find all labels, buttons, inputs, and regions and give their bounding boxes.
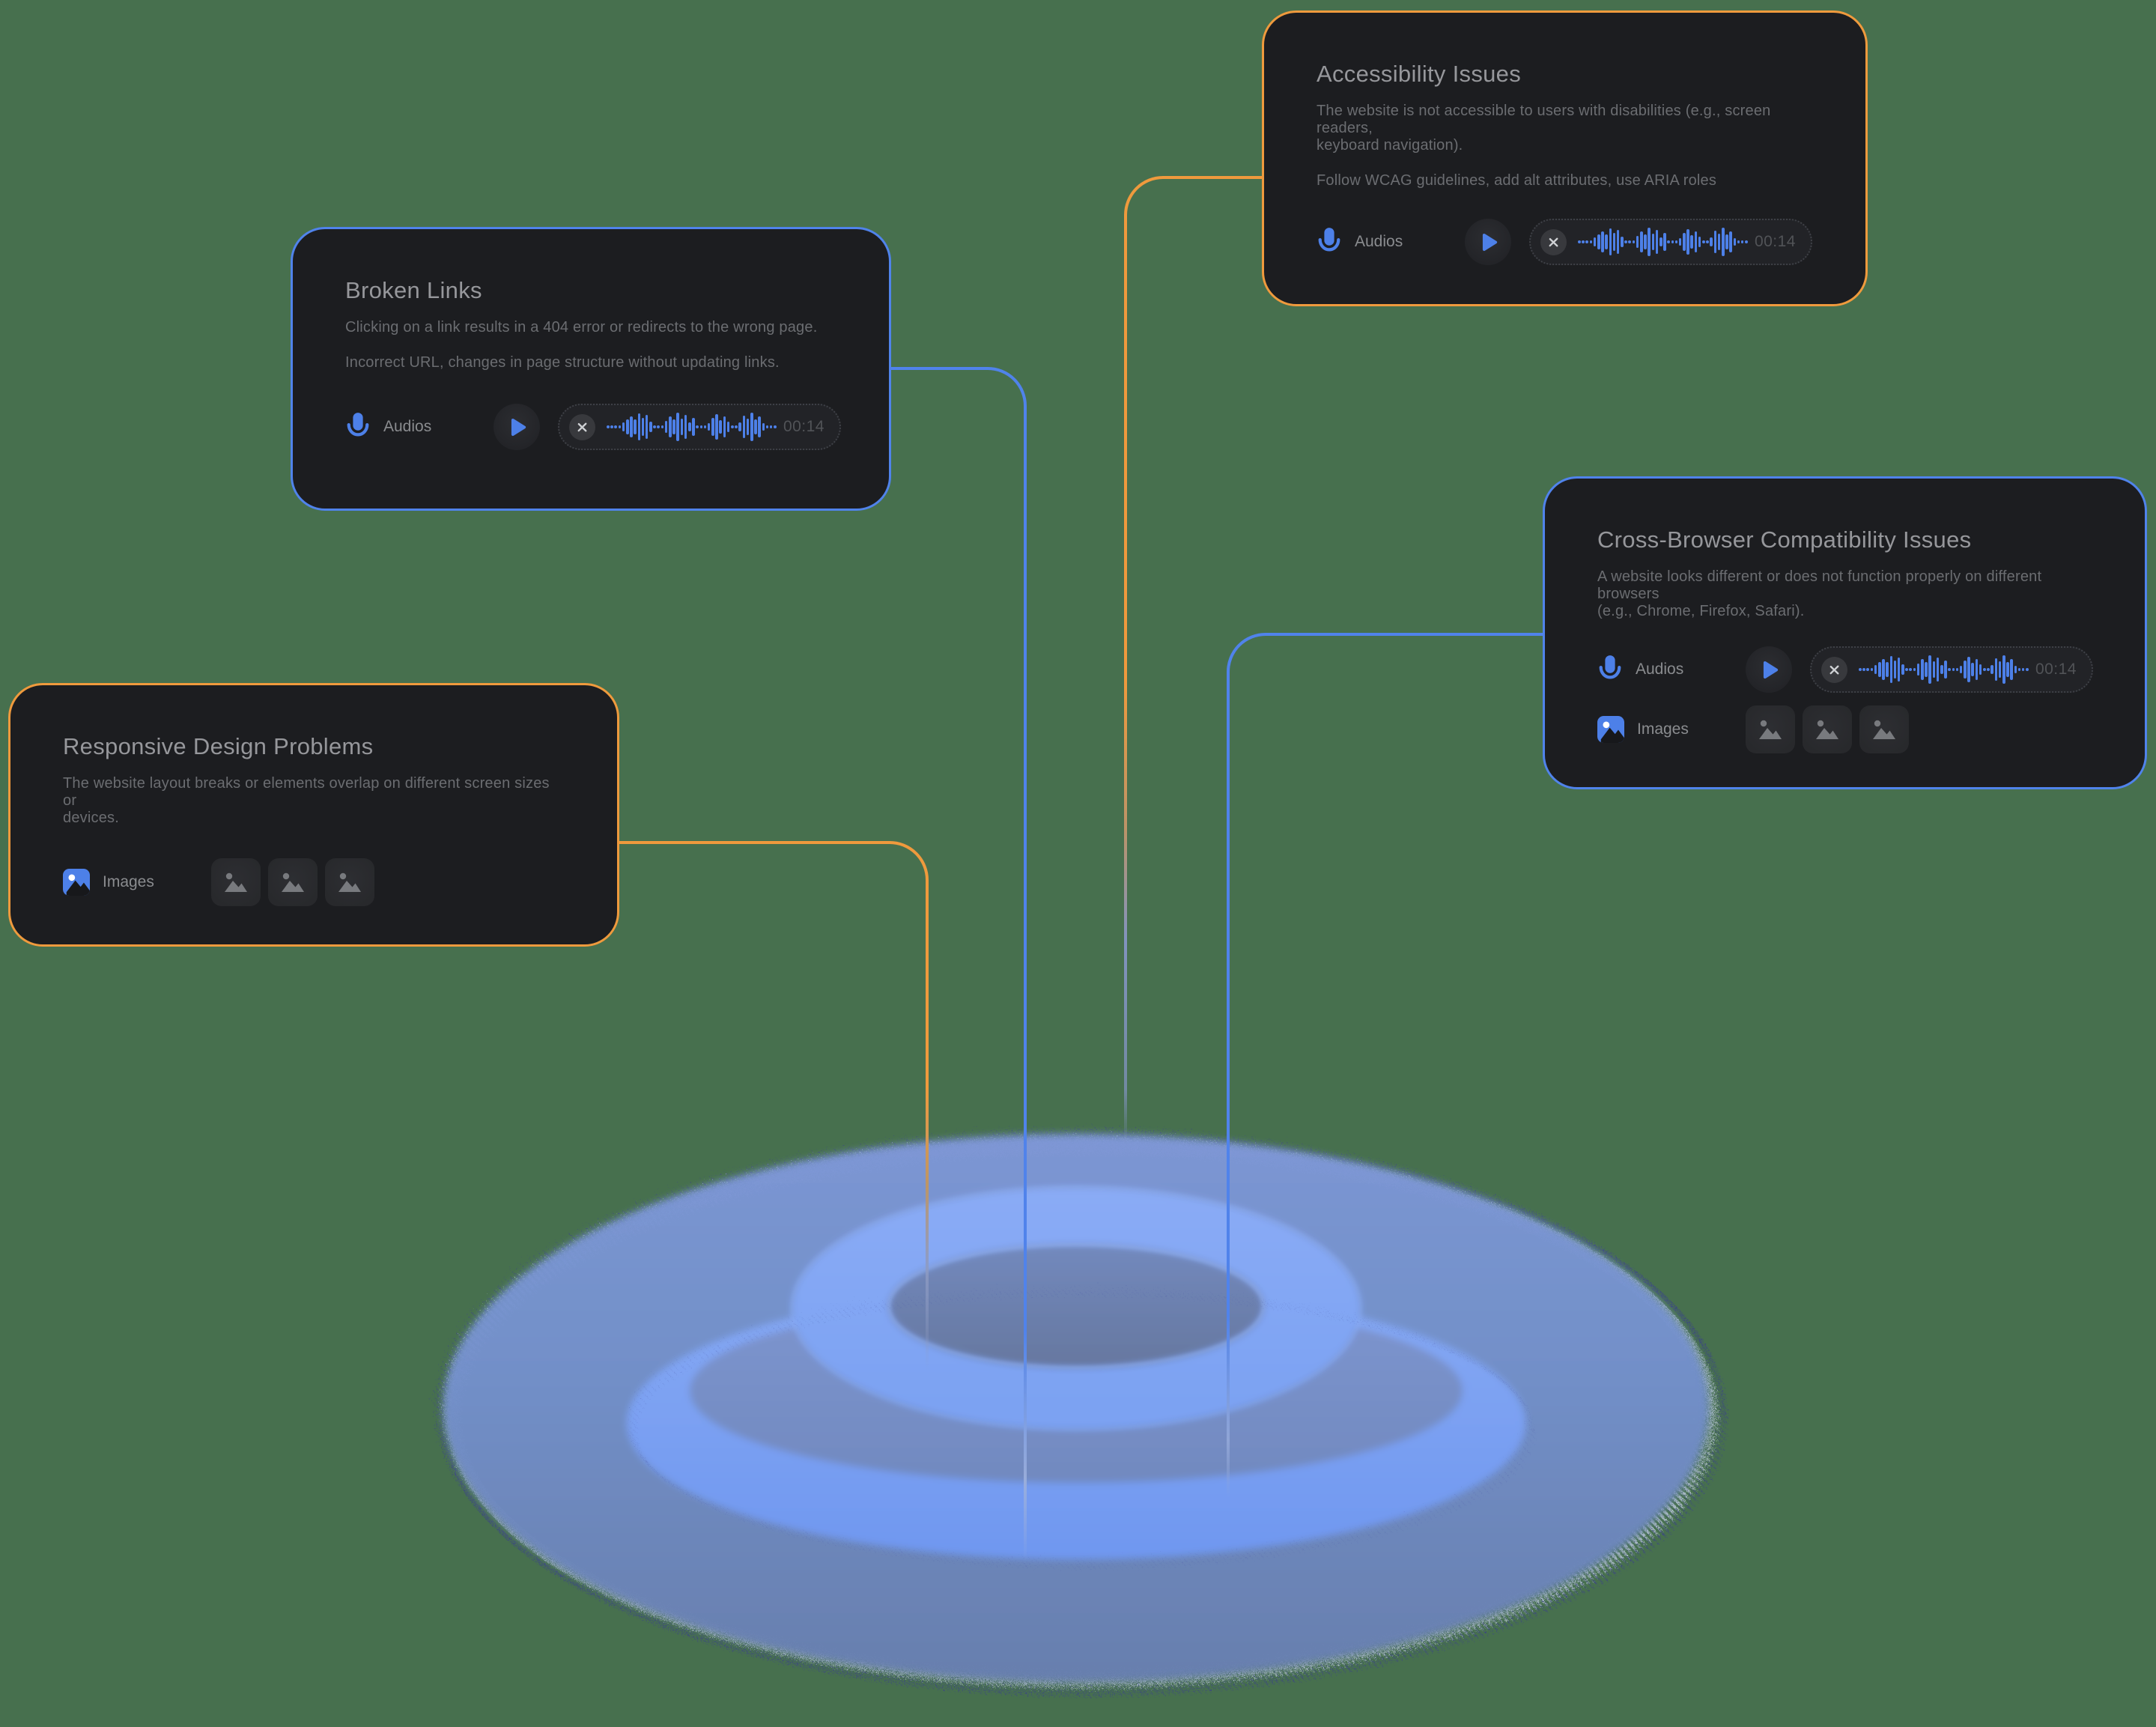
connector-responsive (619, 841, 929, 881)
card-description: The website layout breaks or elements ov… (63, 775, 550, 826)
microphone-icon (1317, 227, 1342, 257)
card-broken-links: Broken Links Clicking on a link results … (291, 227, 891, 511)
image-placeholder[interactable] (211, 858, 261, 906)
audio-duration: 00:14 (1754, 233, 1796, 250)
card-title: Cross-Browser Compatibility Issues (1597, 526, 1972, 553)
image-placeholder-icon (337, 871, 362, 893)
audios-label: Audios (383, 418, 432, 435)
play-icon (1481, 232, 1498, 252)
audio-duration: 00:14 (783, 418, 825, 435)
ripple-highlights (791, 1186, 1361, 1430)
image-thumbnails (211, 858, 374, 906)
card-title: Broken Links (345, 277, 482, 303)
image-placeholder[interactable] (268, 858, 318, 906)
card-title: Accessibility Issues (1317, 61, 1522, 87)
ripple-tiers (443, 1134, 1709, 1682)
play-button[interactable] (494, 404, 540, 450)
audio-waveform (607, 413, 777, 441)
card-description: A website looks different or does not fu… (1597, 568, 2042, 619)
audio-duration: 00:14 (2035, 661, 2077, 678)
card-accessibility-issues: Accessibility Issues The website is not … (1262, 10, 1868, 306)
play-button[interactable] (1746, 646, 1792, 693)
audio-row: Audios 00:14 (1317, 218, 1813, 266)
image-placeholder[interactable] (1859, 705, 1909, 753)
image-placeholder-icon (1758, 718, 1783, 741)
image-placeholder-icon (1871, 718, 1897, 741)
card-cross-browser-issues: Cross-Browser Compatibility Issues A web… (1543, 476, 2147, 789)
image-placeholder[interactable] (325, 858, 374, 906)
card-description: The website is not accessible to users w… (1317, 103, 1771, 154)
connector-broken-links (891, 367, 1027, 407)
audio-clip: 00:14 (1529, 219, 1812, 265)
card-description: Clicking on a link results in a 404 erro… (345, 319, 818, 336)
image-icon (1597, 716, 1624, 743)
image-placeholder-icon (1815, 718, 1840, 741)
close-icon (577, 422, 587, 432)
card-solution: Follow WCAG guidelines, add alt attribut… (1317, 172, 1717, 189)
ripple-mid-speckle (625, 1285, 1527, 1561)
card-responsive-design-problems: Responsive Design Problems The website l… (8, 683, 619, 947)
play-icon (510, 417, 527, 437)
microphone-icon (1597, 655, 1623, 685)
audio-clip: 00:14 (1810, 646, 2093, 693)
play-button[interactable] (1465, 219, 1511, 265)
close-icon (1829, 665, 1839, 675)
audio-waveform (1578, 228, 1748, 256)
images-label: Images (103, 873, 154, 890)
image-thumbnails (1746, 705, 1909, 753)
images-row: Images (63, 858, 565, 906)
remove-audio-button[interactable] (569, 413, 595, 440)
images-label: Images (1637, 720, 1689, 738)
image-placeholder[interactable] (1803, 705, 1852, 753)
connector-cross-browser (1227, 633, 1543, 673)
image-placeholder-icon (280, 871, 306, 893)
audio-clip: 00:14 (558, 404, 841, 450)
audio-waveform (1859, 655, 2029, 684)
connector-accessibility (1124, 176, 1262, 216)
card-solution: Incorrect URL, changes in page structure… (345, 354, 780, 371)
play-icon (1762, 660, 1779, 680)
close-icon (1549, 237, 1558, 247)
remove-audio-button[interactable] (1540, 228, 1567, 255)
microphone-icon (345, 412, 371, 442)
audios-label: Audios (1636, 661, 1684, 678)
card-title: Responsive Design Problems (63, 733, 374, 759)
image-placeholder-icon (223, 871, 249, 893)
images-row: Images (1597, 705, 2092, 753)
remove-audio-button[interactable] (1821, 656, 1847, 683)
audio-row: Audios 00:14 (345, 403, 841, 451)
image-icon (63, 869, 90, 896)
image-placeholder[interactable] (1746, 705, 1795, 753)
audios-label: Audios (1355, 233, 1403, 250)
audio-row: Audios 00:14 (1597, 646, 2093, 693)
